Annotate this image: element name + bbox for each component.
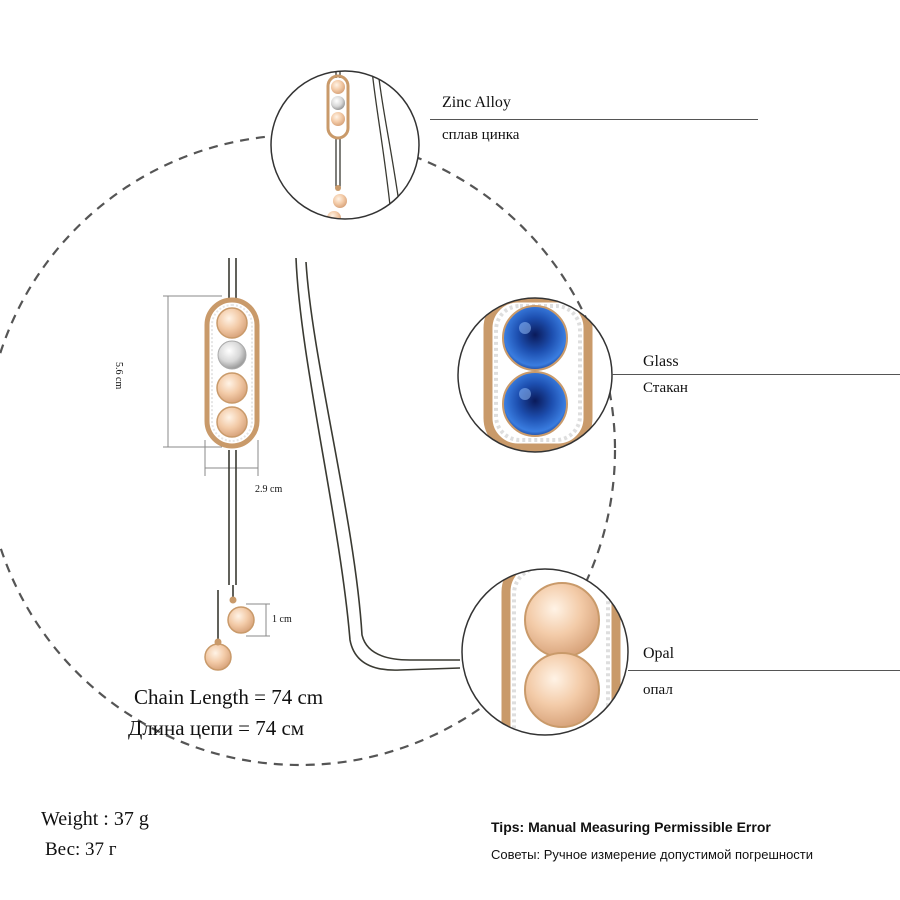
opal-label-en: Opal [643, 645, 675, 662]
weight-ru: Вес: 37 г [45, 839, 117, 860]
opal-zoom [462, 569, 628, 735]
pendant [204, 297, 260, 671]
width-dimension-label: 2.9 cm [255, 484, 283, 495]
zinc-zoom-border [270, 70, 420, 220]
dimension-markers [163, 295, 270, 637]
chain-length-en: Chain Length = 74 cm [134, 685, 324, 709]
drop-dimension-label: 1 cm [272, 614, 292, 625]
height-dimension-label: 5.6 cm [113, 362, 124, 390]
glass-callout-line [612, 374, 900, 375]
glass-zoom-border [457, 297, 613, 453]
tips-ru: Советы: Ручное измерение допустимой погр… [491, 847, 814, 862]
chain-length-ru: Длина цепи = 74 см [128, 716, 305, 740]
glass-label-ru: Стакан [643, 380, 688, 396]
tips-en: Tips: Manual Measuring Permissible Error [491, 819, 771, 835]
zinc-callout-line [430, 119, 758, 120]
zinc-label-en: Zinc Alloy [442, 94, 511, 111]
glass-zoom [458, 298, 612, 452]
weight-en: Weight : 37 g [41, 808, 149, 830]
opal-callout-line [628, 670, 900, 671]
glass-label-en: Glass [643, 353, 679, 370]
zinc-zoom [271, 71, 419, 219]
opal-label-ru: опал [643, 682, 673, 698]
pendant-chain [217, 257, 461, 671]
opal-zoom-border [461, 568, 629, 736]
dashed-frame-circle [0, 133, 617, 767]
zinc-label-ru: сплав цинка [442, 127, 520, 143]
